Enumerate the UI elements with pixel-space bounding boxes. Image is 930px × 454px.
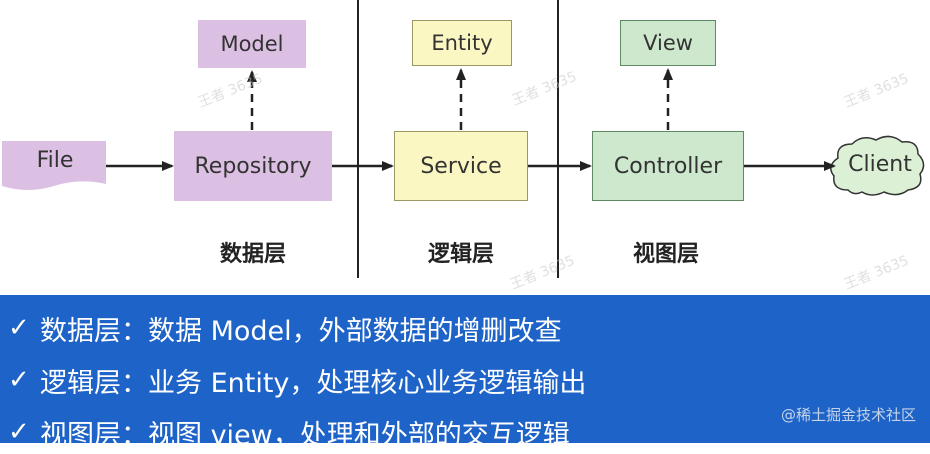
entity-label: Entity [431, 31, 493, 55]
source-credit: @稀土掘金技术社区 [780, 406, 916, 424]
bullet-text: 数据层：数据 Model，外部数据的增删改查 [40, 315, 562, 347]
view-label: View [643, 31, 693, 55]
service-box: Service [394, 131, 528, 201]
checkmark-icon: ✓ [8, 313, 30, 343]
file-label: File [36, 148, 74, 173]
model-box: Model [198, 20, 306, 68]
repository-label: Repository [194, 153, 312, 179]
bullet-text: 视图层：视图 view，处理和外部的交互逻辑 [40, 419, 570, 451]
repository-box: Repository [174, 131, 332, 201]
bullet-item: ✓ 数据层：数据 Model，外部数据的增删改查 [8, 306, 562, 350]
controller-label: Controller [613, 153, 723, 179]
bullet-text: 逻辑层：业务 Entity，处理核心业务逻辑输出 [40, 367, 587, 399]
client-label: Client [848, 152, 912, 177]
diagram-canvas [2, 0, 925, 278]
bullet-item: ✓ 逻辑层：业务 Entity，处理核心业务逻辑输出 [8, 358, 586, 402]
client-cloud-shape [830, 135, 925, 196]
description-panel [0, 295, 930, 443]
service-label: Service [420, 153, 502, 179]
architecture-diagram: Model Entity View Repository Service Con… [2, 0, 925, 293]
file-shape [2, 141, 106, 190]
checkmark-icon: ✓ [8, 365, 30, 395]
data-layer-label: 数据层 [219, 242, 286, 267]
view-box: View [620, 20, 716, 66]
entity-box: Entity [412, 20, 512, 66]
controller-box: Controller [592, 131, 744, 201]
logic-layer-label: 逻辑层 [427, 242, 494, 267]
checkmark-icon: ✓ [8, 417, 30, 447]
model-label: Model [220, 32, 284, 56]
view-layer-label: 视图层 [632, 242, 699, 267]
bullet-item: ✓ 视图层：视图 view，处理和外部的交互逻辑 [8, 410, 570, 454]
